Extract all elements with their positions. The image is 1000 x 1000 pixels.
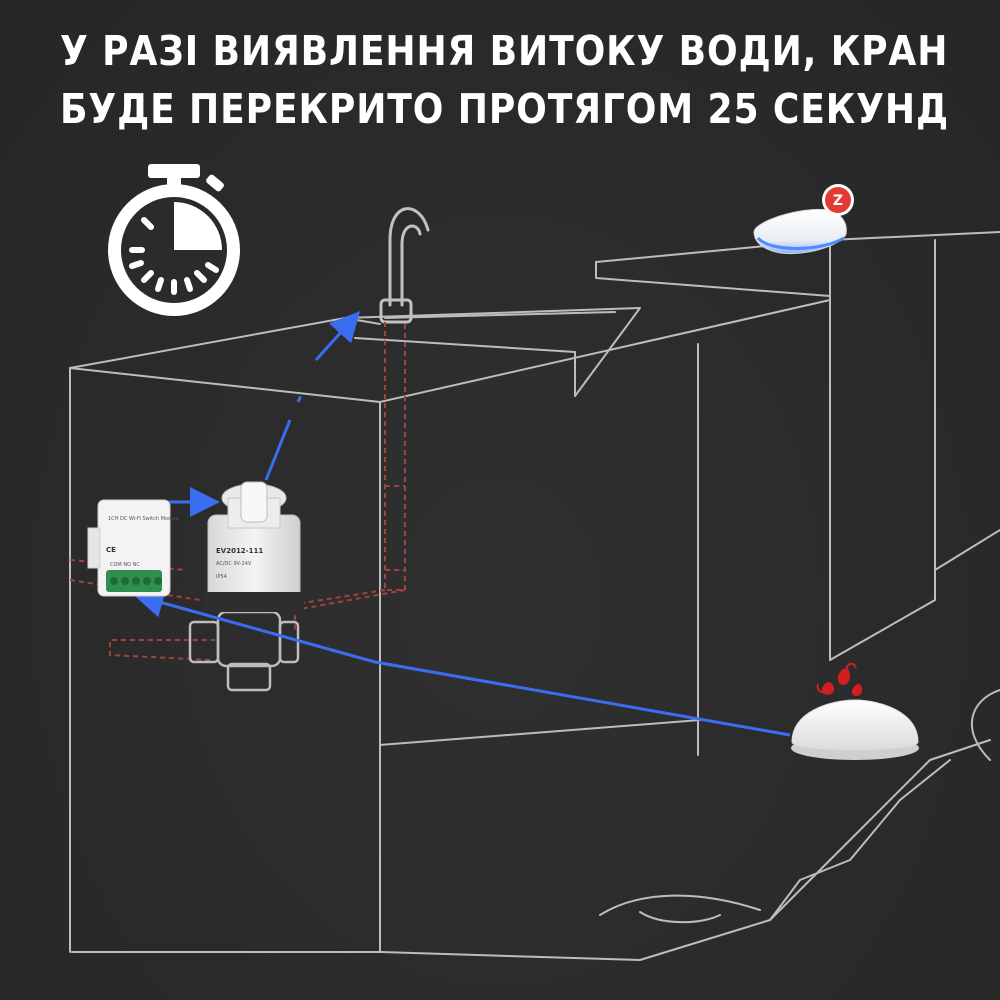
relay-terminal-labels: COM NO NC — [110, 562, 140, 568]
headline-line-2: БУДЕ ПЕРЕКРИТО ПРОТЯГОМ 25 СЕКУНД — [60, 85, 949, 133]
water-drops-icon — [816, 662, 862, 696]
stopwatch-icon — [108, 164, 240, 316]
headline: У РАЗІ ВИЯВЛЕННЯ ВИТОКУ ВОДИ, КРАН БУДЕ … — [60, 22, 949, 138]
relay-label-line1: 1CH DC Wi-Fi Switch Module — [108, 516, 179, 522]
relay-ce-mark: CE — [106, 546, 116, 554]
headline-line-1: У РАЗІ ВИЯВЛЕННЯ ВИТОКУ ВОДИ, КРАН — [60, 27, 949, 75]
zigbee-hub — [753, 208, 847, 255]
arrow-sensor-to-relay — [133, 588, 791, 737]
signal-arrows — [133, 311, 791, 737]
faucet-sketch — [379, 207, 430, 324]
zigbee-logo-icon: Z — [822, 184, 854, 216]
zigbee-badge-letter: Z — [833, 193, 843, 209]
relay-module: 1CH DC Wi-Fi Switch Module CE COM NO NC — [87, 499, 179, 597]
leak-sensor — [791, 699, 919, 760]
actuator-rating: IP54 — [216, 574, 227, 580]
actuator-spec: AC/DC 9V-24V — [216, 561, 252, 567]
valve-body-sketch — [188, 610, 300, 692]
actuator-model: EV2012-111 — [216, 547, 263, 555]
valve-actuator: EV2012-111 AC/DC 9V-24V IP54 — [204, 481, 304, 612]
arrow-valve-to-faucet — [264, 419, 292, 481]
